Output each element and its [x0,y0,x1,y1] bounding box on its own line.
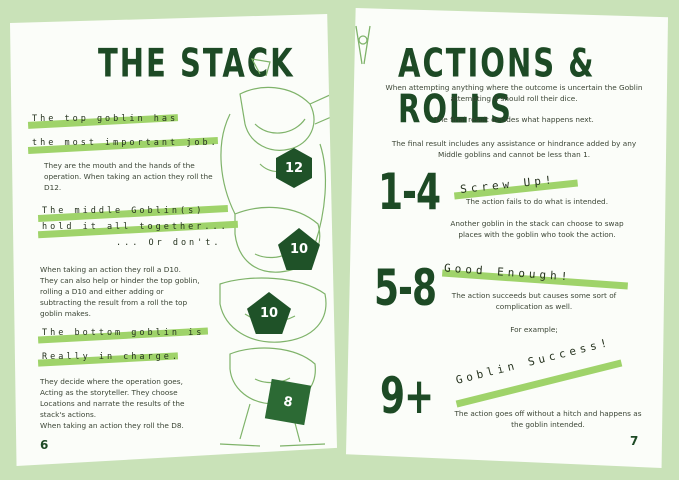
result-name: Goblin Success! [454,335,613,387]
section-heading: hold it all together... [42,222,229,232]
intro-text: The final result includes any assistance… [391,139,637,159]
section-heading: ... Or don't. [116,238,222,248]
intro-text: When attempting anything where the outco… [385,83,643,103]
result-range: 5-8 [374,260,437,318]
intro-text: The final result decides what happens ne… [434,115,594,124]
section-body: When taking an action they roll a D10. T… [40,265,200,318]
left-page: THE STACK 12 10 10 8 The top goblin has … [10,14,337,466]
d12-die-icon: 12 [276,148,312,188]
result-range: 9+ [380,368,434,426]
result-text: The action goes off without a hitch and … [454,409,642,429]
section-body: They decide where the operation goes, Ac… [40,377,185,419]
result-text: The action fails to do what is intended. [465,197,609,206]
section-heading: The middle Goblin(s) [42,206,205,216]
page-title: ACTIONS & ROLLS [398,40,596,132]
right-page: ACTIONS & ROLLS When attempting anything… [346,8,668,468]
d8-die-icon: 8 [264,378,312,426]
section-heading: the most important job. [32,138,219,148]
result-range: 1-4 [378,164,441,222]
section-heading: The bottom goblin is [42,328,205,338]
section-heading: Really in charge. [42,352,180,362]
section-heading: The top goblin has [32,114,179,124]
section-body: When taking an action they roll the D8. [40,421,184,430]
result-text: For example; [510,325,558,334]
clothespin-icon [355,25,371,65]
section-body: They are the mouth and the hands of the … [44,161,213,192]
page-number: 7 [630,434,639,448]
page-number: 6 [40,438,49,452]
page-title: THE STACK [98,40,295,86]
result-text: Another goblin in the stack can choose t… [450,219,624,239]
result-text: The action succeeds but causes some sort… [451,291,617,311]
